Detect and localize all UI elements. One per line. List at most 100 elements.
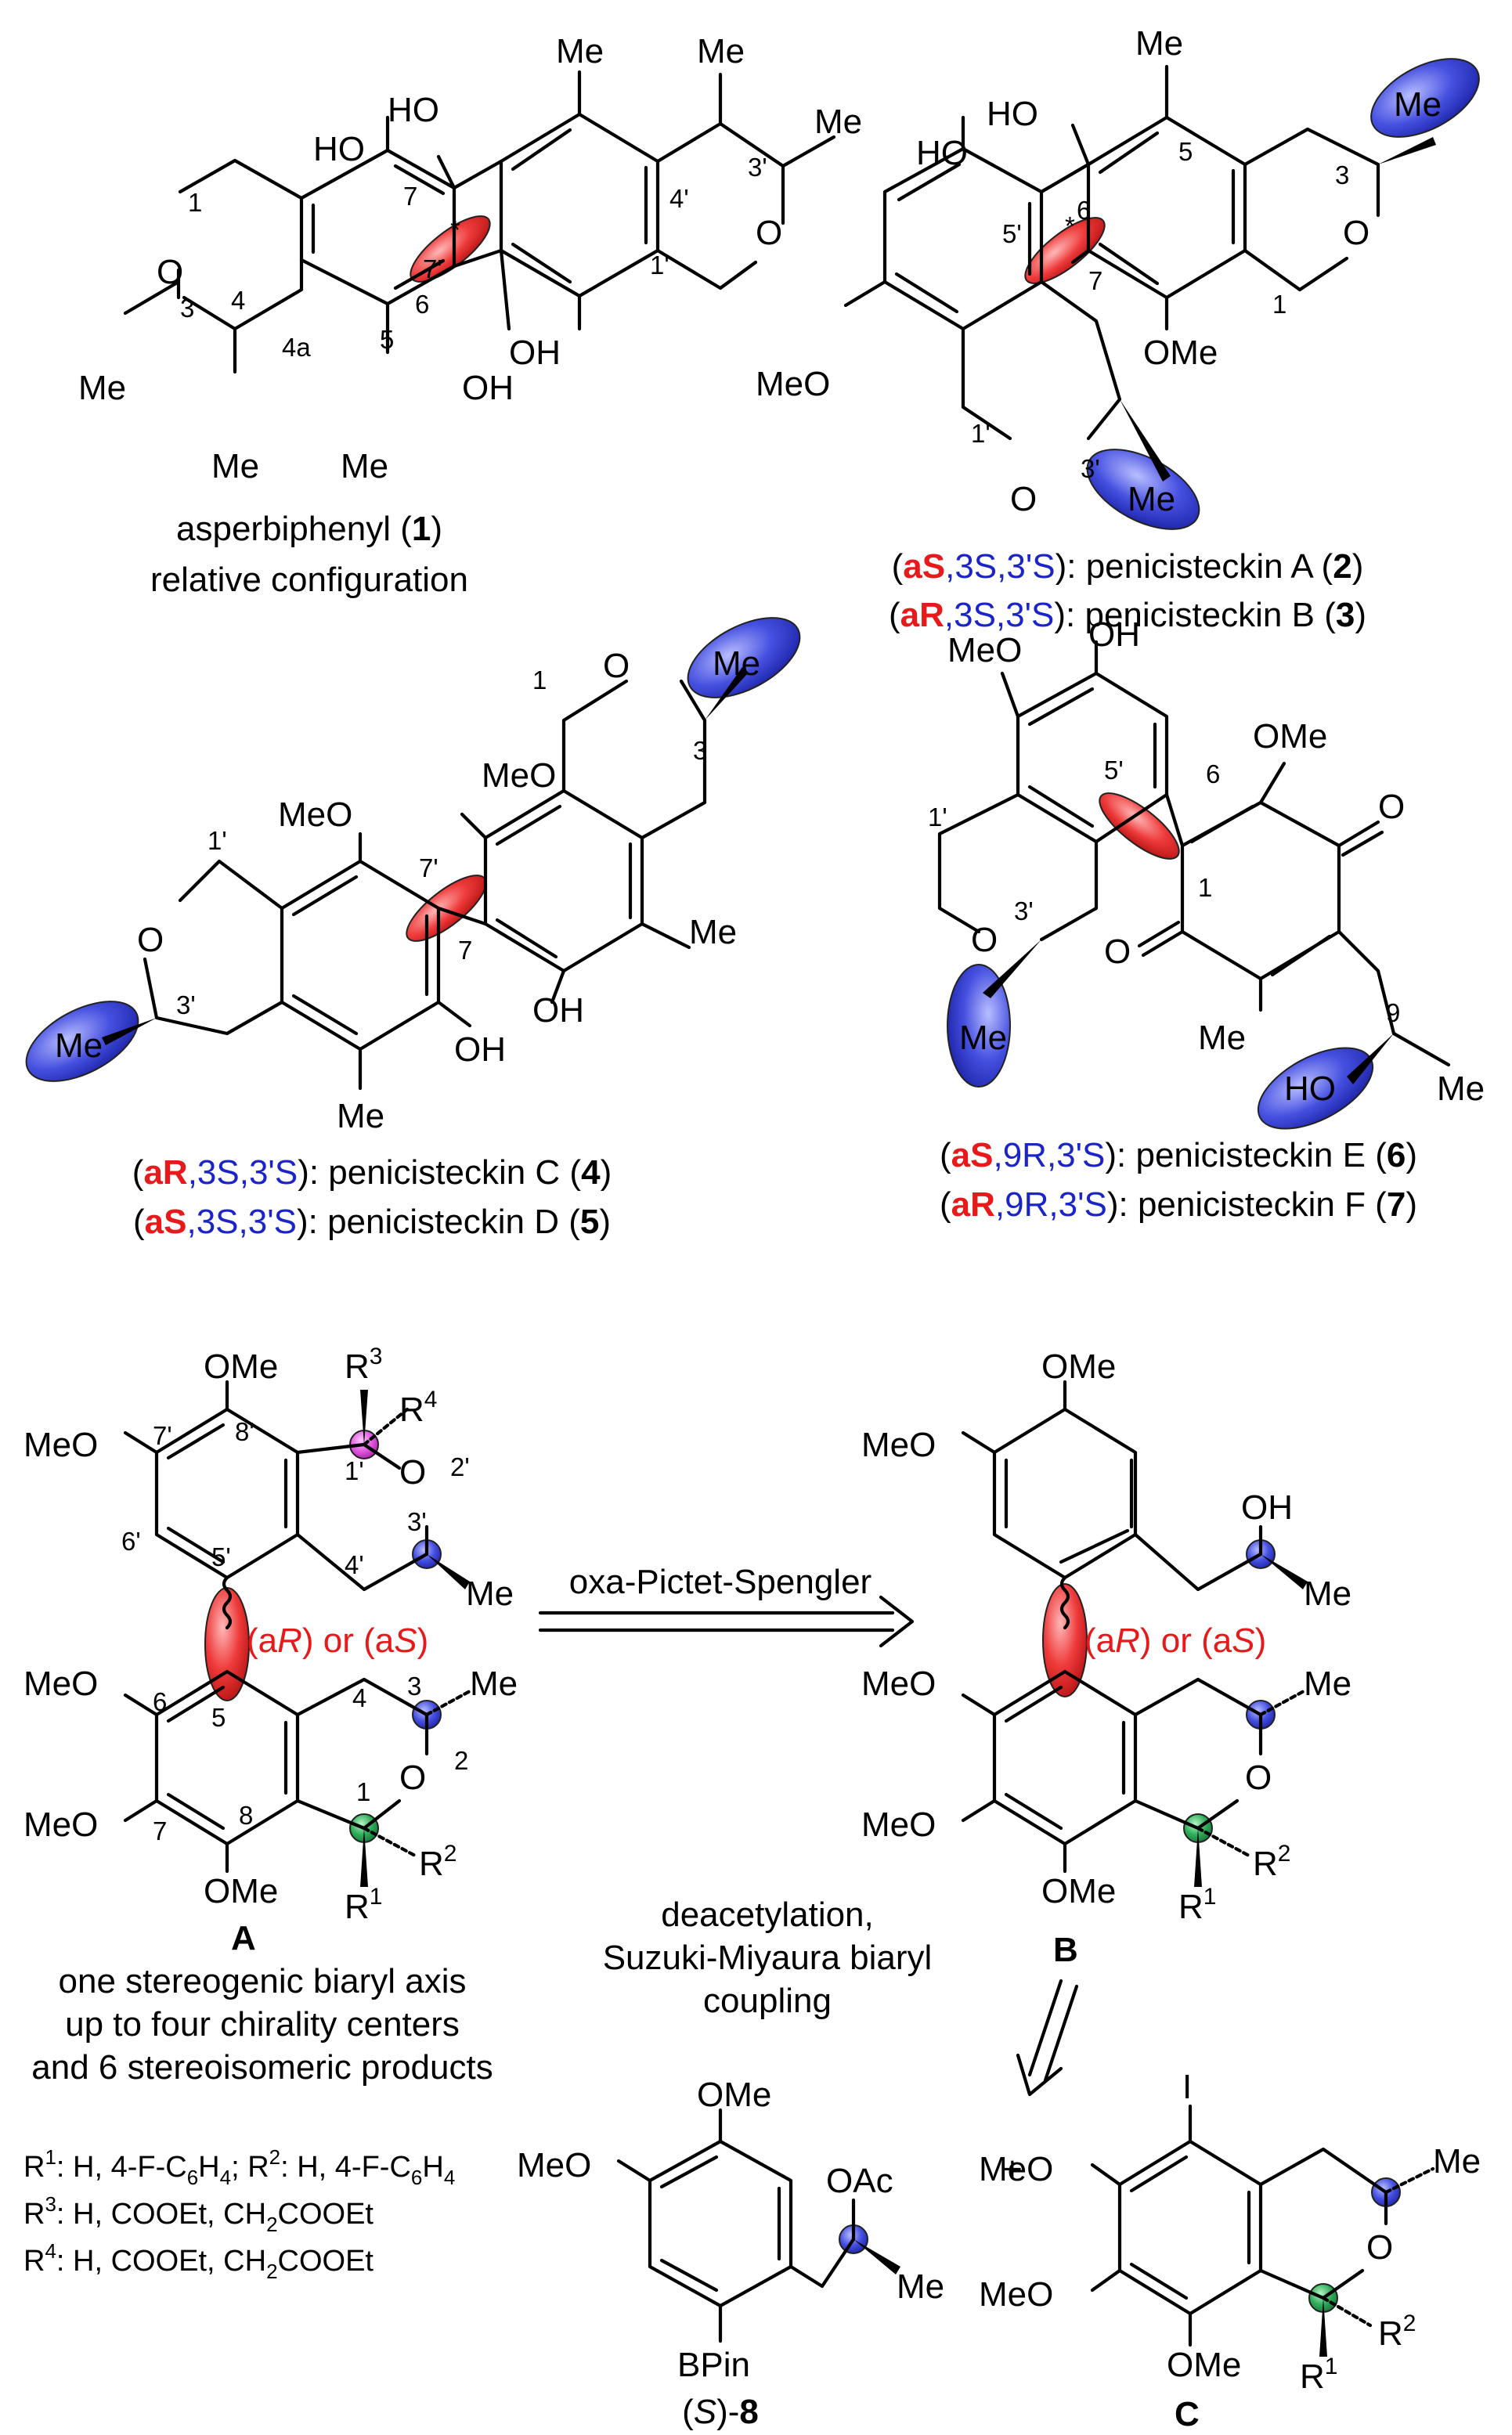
methyl-label: Me	[556, 32, 604, 70]
description-line: and 6 stereoisomeric products	[31, 2048, 493, 2087]
compound-caption: (aS,9R,3'S): penicisteckin E (6)	[940, 1136, 1417, 1174]
stereocenter-highlight	[947, 964, 1011, 1088]
carbonyl-oxygen-label: O	[1378, 788, 1405, 826]
locant: 3'	[1081, 454, 1100, 483]
locant: 3'	[407, 1507, 427, 1536]
locant: 9	[1386, 998, 1400, 1027]
ring-oxygen-label: O	[399, 1453, 426, 1492]
locant: 6	[153, 1687, 167, 1716]
locant: 5'	[211, 1542, 231, 1571]
ring-oxygen-label: O	[157, 253, 183, 291]
methoxy-label: MeO	[861, 1806, 936, 1844]
hydroxyl-label: OH	[532, 991, 584, 1030]
methoxy-label: MeO	[979, 2275, 1053, 2314]
locant: 6	[1206, 759, 1220, 788]
arrow-label: coupling	[703, 1982, 832, 2020]
ring-oxygen-label: O	[971, 921, 998, 959]
compound-1-asperbiphenyl: Me Me Me HO HO O O Me Me Me OH OH 1 3 4 …	[78, 32, 862, 599]
compound-caption: (S)-8	[682, 2393, 759, 2431]
methyl-label: Me	[1304, 1665, 1351, 1703]
arrow-label: Suzuki-Miyaura biaryl	[603, 1939, 933, 1977]
methyl-label: Me	[1437, 1070, 1485, 1108]
compound-caption: (aS,3S,3'S): penicisteckin D (5)	[133, 1203, 611, 1241]
methyl-label: Me	[1128, 480, 1175, 518]
locant: 4	[352, 1683, 366, 1712]
locant: 4'	[345, 1550, 364, 1579]
locant: 7'	[419, 853, 438, 882]
r-group-label: R1	[1178, 1884, 1216, 1926]
compound-A: OMe R3 R4 MeO O Me MeO Me O MeO R2 OMe R…	[23, 1344, 518, 2087]
boronate-label: BPin	[677, 2346, 750, 2384]
compound-B: OMe MeO OH Me MeO Me O MeO R2 OMe R1 (aR…	[861, 1347, 1351, 1969]
locant: 2	[454, 1746, 468, 1775]
r-group-label: R1	[345, 1884, 382, 1926]
axis-configuration-label: (aR) or (aS)	[1084, 1622, 1266, 1660]
locant: 7'	[423, 254, 442, 283]
locant: 1'	[928, 803, 947, 832]
locant: 2'	[450, 1452, 470, 1481]
methoxy-label: MeO	[861, 1665, 936, 1703]
r-group-label: R2	[419, 1841, 456, 1883]
stereo-star: *	[1065, 211, 1075, 240]
methoxy-label: OMe	[1041, 1347, 1116, 1386]
locant: 8'	[235, 1417, 254, 1446]
methyl-label: Me	[470, 1665, 518, 1703]
locant: 5'	[1104, 756, 1124, 785]
biaryl-axis-highlight	[406, 875, 487, 942]
locant: 7'	[153, 1421, 172, 1450]
locant: 7	[458, 936, 472, 965]
methyl-label: Me	[55, 1026, 103, 1065]
methyl-label: Me	[341, 447, 388, 485]
locant: 4a	[282, 333, 311, 362]
compound-letter: A	[231, 1919, 256, 1957]
stereocenter-highlight	[1370, 58, 1480, 138]
methyl-label: Me	[1394, 85, 1442, 124]
methoxy-label: OMe	[1253, 717, 1327, 756]
acetoxy-label: OAc	[826, 2162, 893, 2200]
hydroxyl-label: OH	[1241, 1488, 1293, 1527]
methoxy-label: MeO	[23, 1806, 98, 1844]
methoxy-label: OMe	[204, 1872, 278, 1910]
locant: 3'	[748, 153, 767, 182]
locant: 3	[407, 1672, 421, 1701]
locant: 5	[380, 325, 394, 354]
locant: 1	[1198, 873, 1212, 902]
ring-oxygen-label: O	[1010, 480, 1037, 518]
stereocenter-highlight	[25, 1001, 139, 1082]
compound-letter: C	[1175, 2395, 1200, 2433]
compound-caption-note: relative configuration	[150, 561, 468, 599]
hydroxyl-label: OH	[454, 1030, 506, 1069]
locant: 3	[693, 736, 707, 765]
methoxy-label: MeO	[278, 795, 352, 834]
methyl-label: Me	[814, 103, 862, 141]
methyl-label: Me	[697, 32, 745, 70]
r-group-definition: R4: H, COOEt, CH2COOEt	[23, 2239, 373, 2283]
locant: 1	[188, 188, 202, 217]
locant: 3	[1335, 161, 1349, 189]
r-group-legend: R1: H, 4-F-C6H4; R2: H, 4-F-C6H4 R3: H, …	[23, 2145, 455, 2283]
ring-oxygen-label: O	[603, 647, 630, 685]
hydroxyl-label: HO	[987, 95, 1038, 133]
methoxy-label: MeO	[979, 2150, 1053, 2188]
locant: 1	[356, 1777, 370, 1806]
methyl-label: Me	[78, 369, 126, 407]
ring-oxygen-label: O	[399, 1759, 426, 1797]
locant: 1'	[650, 251, 669, 280]
locant: 5	[211, 1703, 226, 1732]
methyl-label: Me	[1135, 24, 1183, 63]
locant: 5	[1178, 137, 1193, 166]
ring-oxygen-label: O	[1366, 2228, 1393, 2267]
hydroxyl-label: OH	[1088, 615, 1140, 654]
ring-oxygen-label: O	[1343, 214, 1369, 252]
retrosynthetic-arrow-oxa: oxa-Pictet-Spengler	[538, 1563, 915, 1648]
biaryl-axis-highlight	[1099, 792, 1180, 860]
stereocenter-highlight	[687, 617, 801, 698]
methoxy-label: OMe	[204, 1347, 278, 1386]
methoxy-label: OMe	[1143, 334, 1218, 372]
methoxy-label: MeO	[23, 1426, 98, 1464]
compound-caption: (aR,3S,3'S): penicisteckin B (3)	[889, 596, 1366, 634]
methoxy-label: MeO	[756, 365, 830, 403]
arrow-label: oxa-Pictet-Spengler	[569, 1563, 871, 1601]
locant: 6'	[121, 1527, 141, 1556]
compound-caption: (aS,3S,3'S): penicisteckin A (2)	[892, 547, 1364, 586]
